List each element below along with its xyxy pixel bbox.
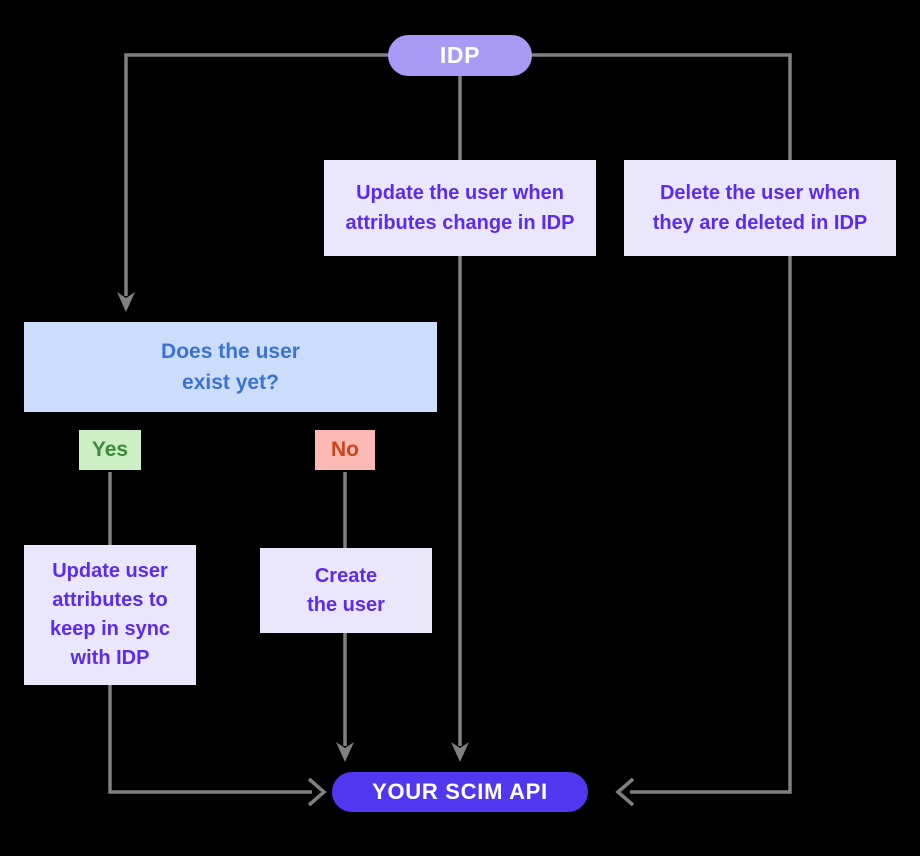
node-idp-label: IDP [439,42,481,68]
edge-idp-to-decision [117,53,460,312]
branch-label-yes-text: Yes [91,438,129,461]
node-update-on-change[interactable]: Update the user when attributes change i… [324,160,596,256]
node-delete-on-delete-label: Delete the user when they are deleted in… [652,182,868,234]
branch-label-no: No [315,430,375,470]
node-your-scim-api-label: YOUR SCIM API [372,779,548,804]
node-update-user-attributes-label: Update user attributes to keep in sync w… [49,560,171,669]
branch-label-yes: Yes [79,430,141,470]
node-decision-label: Does the user exist yet? [161,340,300,394]
node-your-scim-api[interactable]: YOUR SCIM API [332,772,588,812]
node-update-on-change-label: Update the user when attributes change i… [345,182,575,234]
node-update-user-attributes[interactable]: Update user attributes to keep in sync w… [24,545,196,685]
edge-update-sync-to-scim-api [108,685,327,807]
node-delete-on-delete[interactable]: Delete the user when they are deleted in… [624,160,896,256]
node-create-user-label: Create the user [307,564,385,616]
node-create-user[interactable]: Create the user [260,548,432,633]
node-decision-user-exists[interactable]: Does the user exist yet? [24,322,437,412]
node-idp[interactable]: IDP [388,35,532,76]
edge-idp-to-scim-api-right [460,53,792,807]
branch-label-no-text: No [331,438,359,461]
edge-create-user-to-scim-api [336,633,354,762]
